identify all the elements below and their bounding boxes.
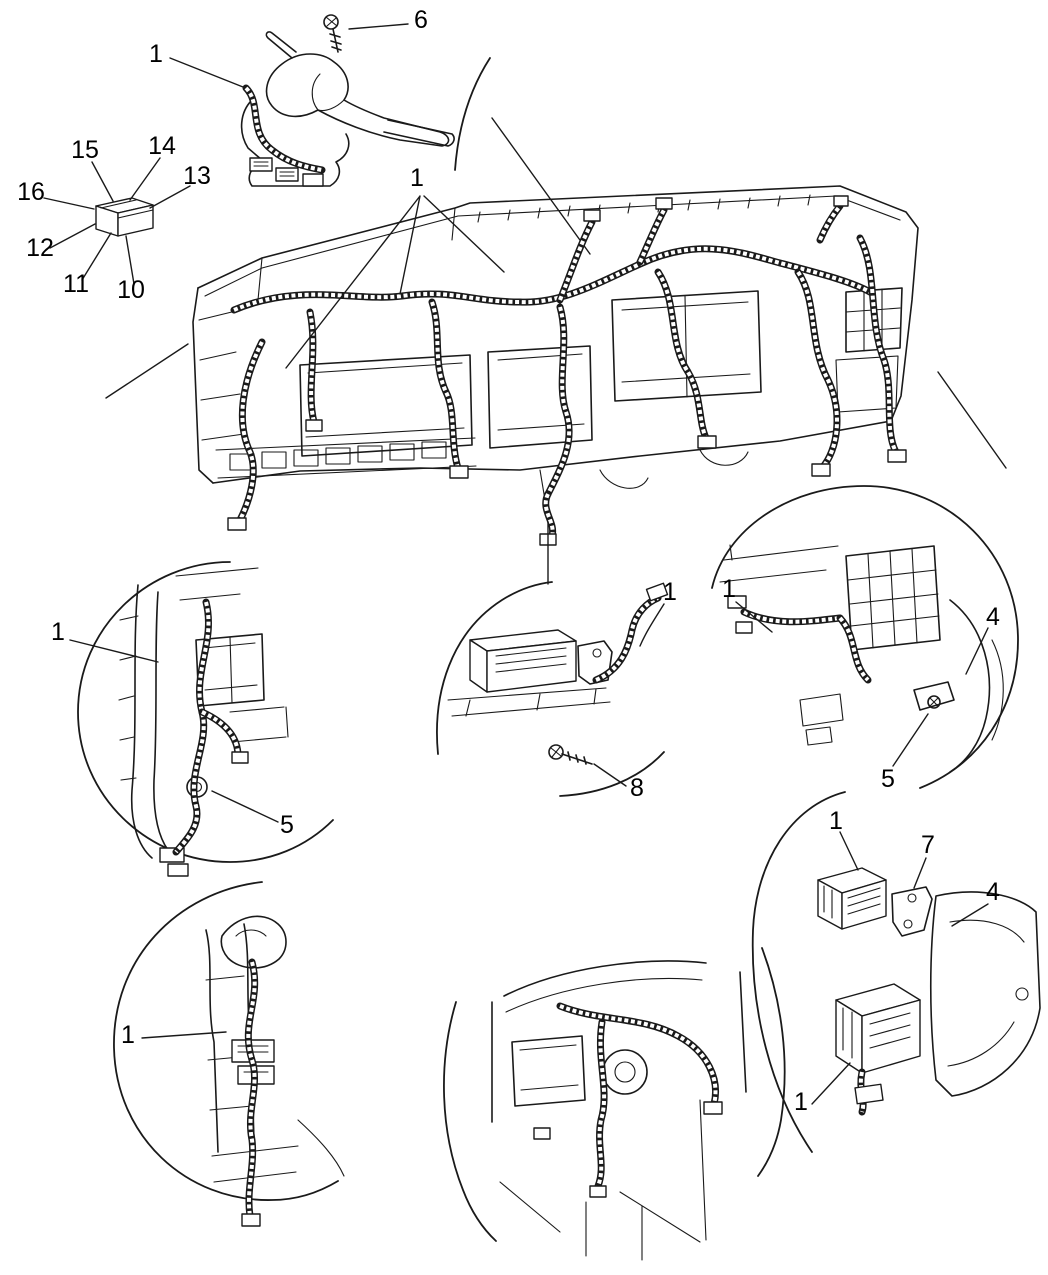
connector: [589, 1185, 607, 1198]
right-junction-detail: [711, 485, 1019, 789]
callout-1-relay-lower: 1: [794, 1088, 808, 1116]
callout-1-pillar: 1: [121, 1021, 135, 1049]
instrument-panel-main: [105, 185, 1007, 585]
mounting-bracket: [891, 886, 933, 937]
relay-module-upper: [817, 867, 887, 930]
callout-1-steering-column: 1: [149, 40, 163, 68]
callout-14: 14: [148, 132, 176, 160]
callout-1-cowl: 1: [51, 618, 65, 646]
bottom-center-dash-detail: [443, 947, 786, 1261]
bolt-icon: [927, 695, 941, 709]
screw-icon: [548, 744, 593, 765]
connector: [275, 167, 299, 182]
callout-8: 8: [630, 774, 644, 802]
detail-circle: [757, 947, 786, 1177]
junction-block: [845, 545, 941, 651]
connector: [241, 1213, 261, 1227]
connector: [533, 1127, 551, 1140]
connector: [655, 197, 673, 210]
left-cowl-detail: [69, 561, 334, 877]
callout-4-junction: 4: [986, 603, 1000, 631]
callout-1-module: 1: [663, 578, 677, 606]
connector: [833, 195, 849, 207]
detail-circle: [711, 485, 1019, 789]
callout-12: 12: [26, 234, 54, 262]
callout-13: 13: [183, 162, 211, 190]
callout-15: 15: [71, 136, 99, 164]
callout-10: 10: [117, 276, 145, 304]
callout-1-junction: 1: [722, 575, 736, 603]
connector: [231, 751, 249, 764]
connector: [887, 449, 907, 463]
detail-circle: [559, 751, 665, 797]
callout-16: 16: [17, 178, 45, 206]
detail-arc: [454, 57, 491, 171]
relay-module-part: [43, 157, 191, 285]
connector: [449, 465, 469, 479]
connector: [583, 209, 601, 222]
connector: [854, 1083, 884, 1105]
callout-5-junction: 5: [881, 765, 895, 793]
callout-4-shield: 4: [986, 878, 1000, 906]
splash-shield: [929, 891, 1041, 1097]
detail-circle: [113, 881, 339, 1201]
connector: [703, 1101, 723, 1115]
callout-1-relay-upper: 1: [829, 807, 843, 835]
callout-7: 7: [921, 831, 935, 859]
steering-column-assembly: [169, 14, 591, 255]
mounting-bracket: [577, 640, 613, 685]
glove-box-opening: [299, 354, 473, 457]
connector: [302, 173, 324, 187]
connector: [645, 582, 669, 602]
connector: [249, 157, 273, 172]
blower-opening: [602, 1049, 648, 1095]
callout-6: 6: [414, 6, 428, 34]
center-module-detail: [436, 581, 669, 797]
callout-labels: 6 1 15 14 16 13 12 11 10 1 1 5 1 8 1 4 5…: [17, 6, 1000, 1116]
detail-circle: [751, 791, 846, 1153]
connector: [735, 621, 753, 634]
detail-circle: [436, 581, 553, 755]
connector: [305, 419, 323, 432]
relay-module-lower: [835, 983, 921, 1074]
callout-5-cowl: 5: [280, 811, 294, 839]
hvac-plenum: [611, 290, 762, 402]
callout-11: 11: [63, 270, 89, 298]
screw-icon: [323, 14, 342, 53]
detail-circle: [443, 1001, 497, 1242]
connector: [811, 463, 831, 477]
connector: [697, 435, 717, 449]
connector: [167, 863, 189, 877]
connector: [227, 517, 247, 531]
bottom-left-pillar-detail: [113, 881, 345, 1227]
detail-circle: [77, 561, 334, 863]
center-stack-opening: [487, 345, 593, 449]
bottom-right-modules-detail: [751, 791, 1041, 1153]
callout-1-instrument-panel: 1: [410, 164, 424, 192]
